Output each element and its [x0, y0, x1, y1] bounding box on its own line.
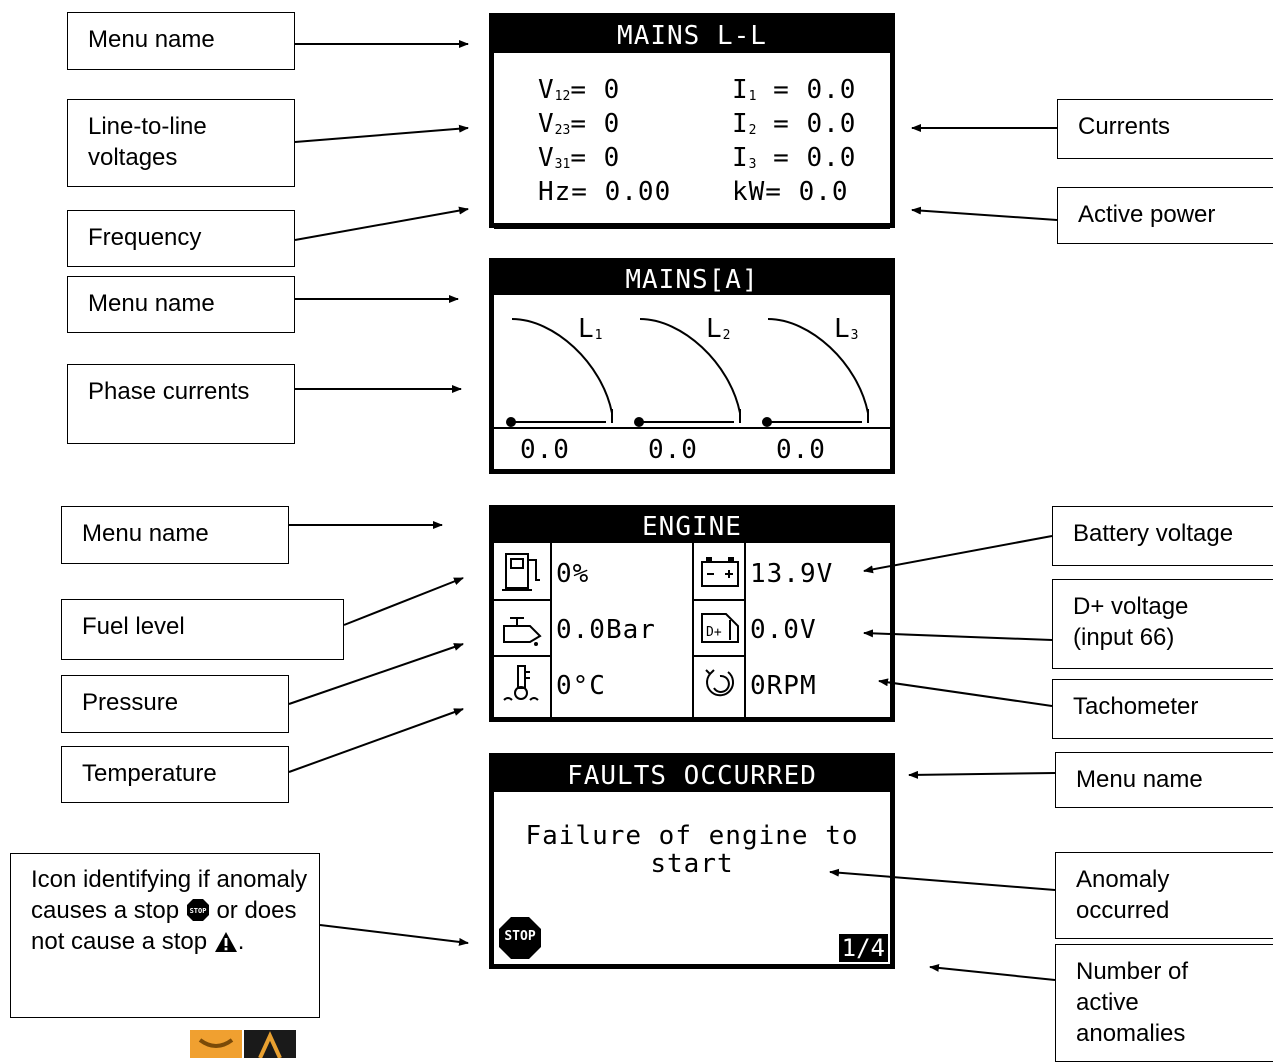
callout-active-power: Active power — [1057, 187, 1273, 244]
rpm-value: 0RPM — [750, 671, 817, 701]
lcd-faults-display: FAULTS OCCURRED Failure of engine to sta… — [494, 758, 890, 964]
gauge-l1-value: 0.0 — [520, 435, 570, 465]
lcd-mains-a: MAINS[A] L1 L2 L3 — [489, 258, 895, 474]
v12-reading: V12= 0 — [538, 75, 621, 105]
callout-stop-text-1: Icon identifying if anomaly causes a sto… — [31, 866, 308, 924]
d-plus-voltage-value: 0.0V — [750, 615, 817, 645]
callout-pressure: Pressure — [61, 675, 289, 733]
engine-hline-2 — [494, 655, 550, 657]
callout-stop-text-3: . — [237, 928, 245, 955]
temperature-value: 0°C — [556, 671, 606, 701]
fuel-level-value: 0% — [556, 559, 590, 589]
battery-voltage-value: 13.9V — [750, 559, 834, 589]
callout-menu-name-4: Menu name — [1055, 752, 1273, 808]
gauge-l2-label: L2 — [706, 314, 731, 344]
gauge-l3-value: 0.0 — [776, 435, 826, 465]
gauge-l2 — [634, 318, 741, 427]
callout-line-voltages: Line-to-line voltages — [67, 99, 295, 187]
callout-menu-name-1: Menu name — [67, 12, 295, 70]
stop-sign-text: STOP — [504, 929, 536, 944]
button-icon-dark — [244, 1030, 296, 1058]
fuel-pump-icon — [502, 553, 540, 591]
lcd-mains-ll: MAINS L-L V12= 0 V23= 0 V31= 0 Hz= 0.00 … — [489, 13, 895, 229]
fault-message: Failure of engine to start — [525, 821, 859, 879]
callout-anomaly-occurred: Anomaly occurred — [1055, 852, 1273, 939]
gauge-l2-value: 0.0 — [648, 435, 698, 465]
lcd-mains-ll-title: MAINS L-L — [494, 18, 890, 53]
frequency-reading: Hz= 0.00 — [538, 177, 672, 207]
gauge-l1-label: L1 — [578, 314, 603, 344]
engine-divider-mid — [692, 543, 694, 717]
svg-text:D+: D+ — [706, 625, 722, 640]
battery-icon — [701, 557, 739, 587]
callout-tachometer: Tachometer — [1052, 679, 1273, 739]
lcd-mains-a-display: MAINS[A] L1 L2 L3 — [494, 263, 890, 469]
v31-reading: V31= 0 — [538, 143, 621, 173]
callout-fuel-level: Fuel level — [61, 599, 344, 660]
engine-hline-1 — [494, 599, 550, 601]
engine-divider-left — [550, 543, 552, 717]
engine-hline-3 — [694, 599, 744, 601]
engine-hline-4 — [694, 655, 744, 657]
lcd-mains-a-title: MAINS[A] — [494, 263, 890, 295]
lcd-mains-ll-display: MAINS L-L V12= 0 V23= 0 V31= 0 Hz= 0.00 … — [494, 18, 890, 229]
i1-reading: I1 = 0.0 — [732, 75, 857, 105]
lcd-engine-title: ENGINE — [494, 510, 890, 543]
gauge-l1 — [506, 318, 613, 427]
oil-can-icon — [503, 617, 542, 646]
stop-sign-icon: STOP — [186, 899, 209, 921]
i3-reading: I3 = 0.0 — [732, 143, 857, 173]
engine-divider-right — [744, 543, 746, 717]
callout-stop-icon: Icon identifying if anomaly causes a sto… — [10, 853, 320, 1018]
lcd-engine-display: ENGINE — [494, 510, 890, 717]
callout-stop-text-2: or does not cause a stop — [31, 897, 297, 955]
alternator-icon: D+ — [701, 613, 739, 643]
lcd-faults-title: FAULTS OCCURRED — [494, 758, 890, 794]
callout-battery-voltage: Battery voltage — [1052, 506, 1273, 566]
button-icon-orange — [190, 1030, 242, 1058]
callout-menu-name-3: Menu name — [61, 506, 289, 564]
gauge-l3-label: L3 — [834, 314, 859, 344]
callout-temperature: Temperature — [61, 746, 289, 803]
gauge-l3 — [762, 318, 869, 427]
callout-d-plus-voltage: D+ voltage (input 66) — [1052, 579, 1273, 669]
tachometer-icon — [705, 669, 735, 697]
phase-gauges — [494, 318, 890, 429]
callout-phase-currents: Phase currents — [67, 364, 295, 444]
i2-reading: I2 = 0.0 — [732, 109, 857, 139]
callout-menu-name-2: Menu name — [67, 276, 295, 333]
anomaly-counter: 1/4 — [838, 934, 888, 962]
callout-frequency: Frequency — [67, 210, 295, 267]
svg-text:STOP: STOP — [189, 907, 206, 915]
callout-active-anomalies: Number of active anomalies — [1055, 944, 1273, 1062]
warning-triangle-icon — [214, 932, 237, 952]
callout-currents: Currents — [1057, 99, 1273, 159]
lcd-engine: ENGINE — [489, 505, 895, 722]
active-power-reading: kW= 0.0 — [732, 177, 849, 207]
v23-reading: V23= 0 — [538, 109, 621, 139]
lcd-faults: FAULTS OCCURRED Failure of engine to sta… — [489, 753, 895, 969]
thermometer-icon — [503, 665, 539, 701]
stop-sign-icon — [499, 917, 541, 959]
oil-pressure-value: 0.0Bar — [556, 615, 656, 645]
